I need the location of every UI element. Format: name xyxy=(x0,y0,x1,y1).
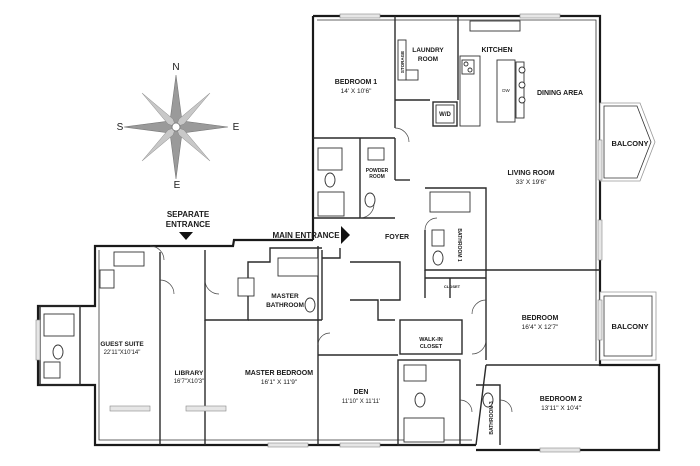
bedroom1-label: BEDROOM 1 xyxy=(335,79,378,86)
balcony-bottom xyxy=(599,291,657,361)
dw-label: DW xyxy=(502,88,510,93)
powder-label-2: ROOM xyxy=(369,174,385,180)
guest-label: GUEST SUITE xyxy=(100,341,144,348)
windows xyxy=(35,13,603,453)
outer-wall-inner-line-top xyxy=(317,19,597,361)
dining-label: DINING AREA xyxy=(537,90,583,97)
guest-dims: 22'11"X10'14" xyxy=(104,350,141,356)
separate-entrance-label-1: SEPARATE xyxy=(167,210,210,219)
compass-south: E xyxy=(174,180,181,191)
bathroom1-label: BATHROOM 1 xyxy=(456,228,462,261)
powder-label-1: POWDER xyxy=(366,168,389,174)
master-bath-label-1: MASTER xyxy=(271,293,299,300)
main-entrance-label: MAIN ENTRANCE xyxy=(272,231,340,240)
compass-rose-icon xyxy=(123,74,229,180)
bathroom3-label: BATHROOM 3 xyxy=(489,401,495,434)
master-bath-label-2: BATHROOM xyxy=(266,302,304,309)
balcony-bottom-label: BALCONY xyxy=(611,322,648,331)
foyer-label: FOYER xyxy=(385,234,409,241)
compass-east: E xyxy=(233,122,240,133)
master-bed-label: MASTER BEDROOM xyxy=(245,370,313,377)
storage-label: STORAGE xyxy=(400,51,405,73)
separate-entrance-arrow-icon xyxy=(179,232,193,240)
walkin-label-2: CLOSET xyxy=(420,344,443,350)
doors xyxy=(149,127,513,413)
master-bed-dims: 16'1" X 11'9" xyxy=(261,379,298,386)
closet-label: CLOSET xyxy=(444,284,461,289)
main-entrance-arrow-icon xyxy=(341,226,350,244)
balcony-top-label: BALCONY xyxy=(611,139,648,148)
laundry-label-2: ROOM xyxy=(418,56,438,63)
den-label: DEN xyxy=(354,389,369,396)
compass-north: N xyxy=(172,62,179,73)
laundry-label-1: LAUNDRY xyxy=(412,47,444,54)
bedroom2-label: BEDROOM 2 xyxy=(540,396,583,403)
bedroom-dims: 16'4" X 12'7" xyxy=(522,324,559,331)
library-dims: 16'7"X10'3" xyxy=(174,379,205,385)
kitchen-label: KITCHEN xyxy=(481,47,512,54)
compass-west: S xyxy=(117,122,124,133)
fixtures xyxy=(43,20,526,443)
walkin-label-1: WALK-IN xyxy=(419,337,443,343)
room-labels: BEDROOM 1 14' X 10'6" LAUNDRY ROOM STORA… xyxy=(100,47,583,435)
bedroom1-dims: 14' X 10'6" xyxy=(341,88,373,95)
bedroom2-dims: 13'11" X 10'4" xyxy=(541,405,582,412)
den-dims: 11'10" X 11'11' xyxy=(342,399,380,405)
outer-wall-inner-line xyxy=(98,250,472,441)
library-label: LIBRARY xyxy=(175,370,204,377)
wd-label: W/D xyxy=(439,112,451,118)
living-label: LIVING ROOM xyxy=(507,170,554,177)
bedroom-label: BEDROOM xyxy=(522,315,559,322)
living-dims: 33' X 19'6" xyxy=(516,179,548,186)
separate-entrance-label-2: ENTRANCE xyxy=(166,220,211,229)
